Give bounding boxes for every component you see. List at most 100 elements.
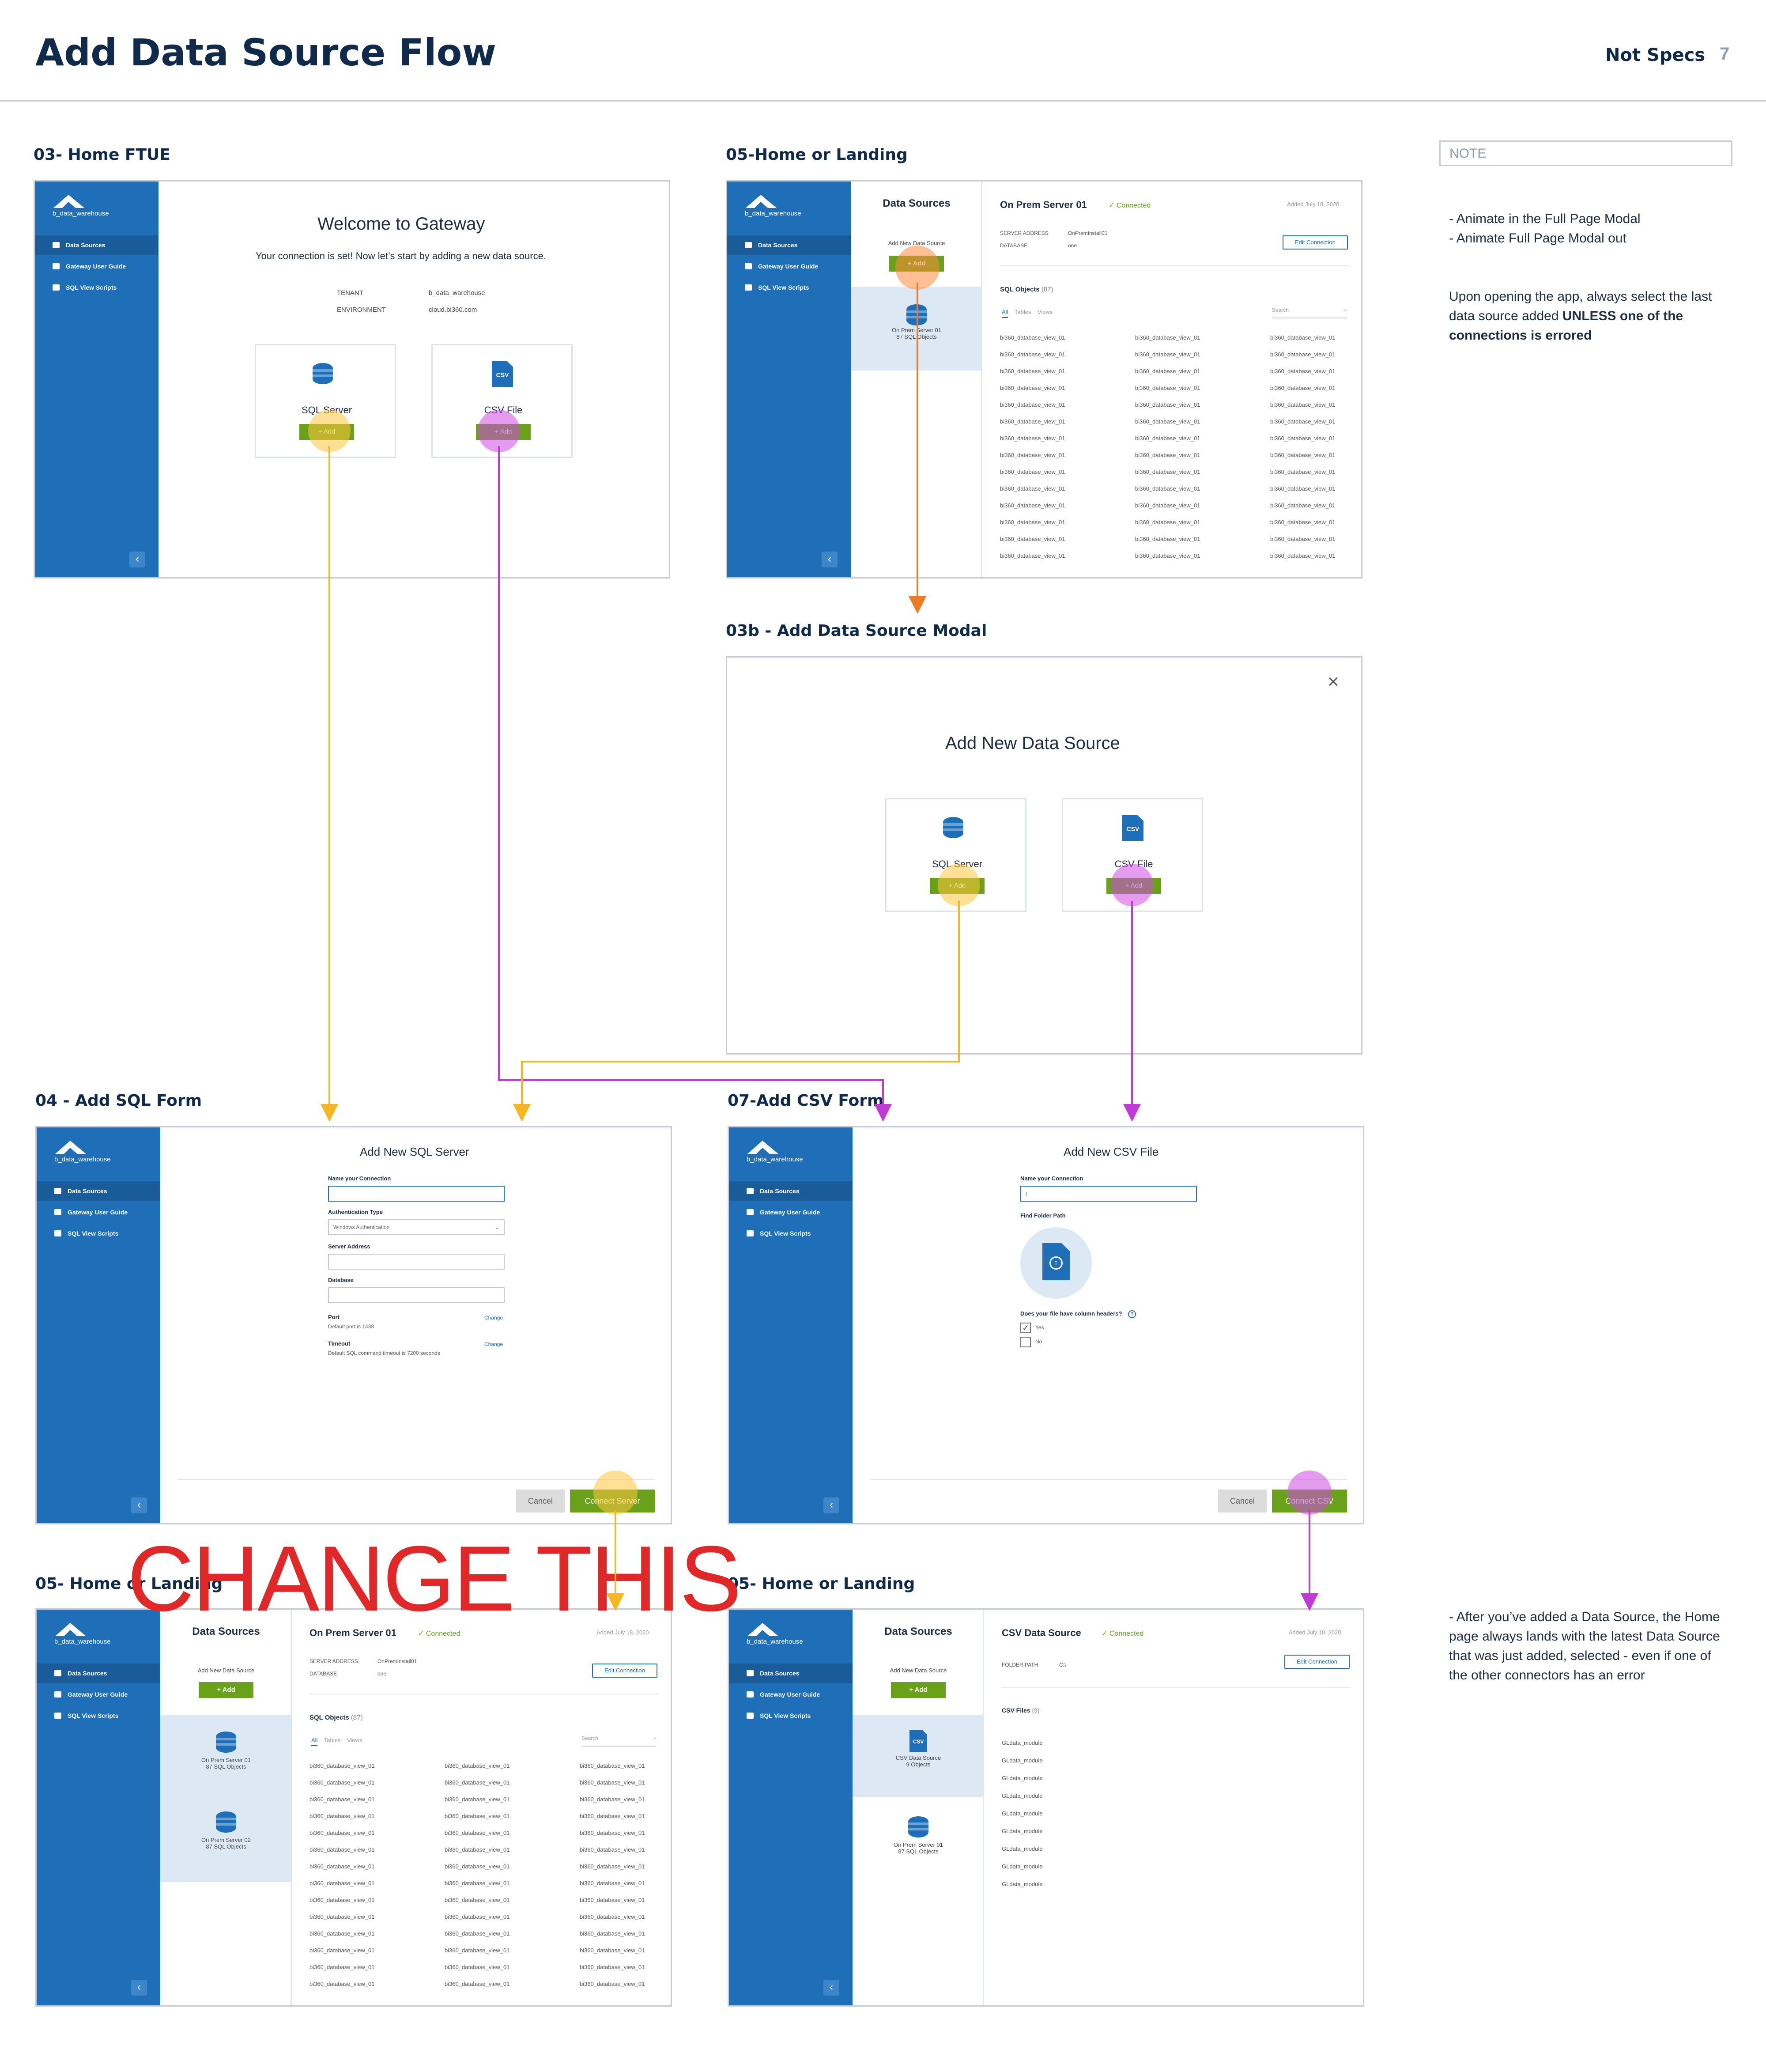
csv-file-item[interactable]: GLdata_module — [1002, 1757, 1043, 1764]
sql-object-cell[interactable]: bi360_database_view_01 — [1270, 552, 1336, 559]
sql-object-cell[interactable]: bi360_database_view_01 — [1270, 469, 1336, 475]
sidebar-item-data-sources[interactable]: Data Sources — [35, 235, 158, 255]
csv-file-item[interactable]: GLdata_module — [1002, 1881, 1043, 1887]
sidebar-item-user-guide[interactable]: Gateway User Guide — [37, 1685, 160, 1704]
data-source-item-server-01[interactable]: On Prem Server 01 87 SQL Objects On Prem… — [160, 1715, 292, 1882]
sql-object-cell[interactable]: bi360_database_view_01 — [445, 1813, 510, 1819]
no-checkbox[interactable] — [1020, 1337, 1031, 1347]
connection-name-input[interactable]: | — [1020, 1186, 1197, 1202]
server-address-input[interactable] — [328, 1254, 505, 1270]
sidebar-item-data-sources[interactable]: Data Sources — [727, 235, 851, 255]
sql-object-cell[interactable]: bi360_database_view_01 — [1000, 385, 1065, 391]
sql-object-cell[interactable]: bi360_database_view_01 — [1000, 334, 1065, 341]
tab-tables[interactable]: Tables — [324, 1737, 341, 1743]
sql-object-cell[interactable]: bi360_database_view_01 — [1135, 502, 1200, 509]
csv-file-item[interactable]: GLdata_module — [1002, 1810, 1043, 1817]
data-source-item-server-01[interactable]: On Prem Server 01 87 SQL Objects — [851, 287, 982, 371]
sql-object-cell[interactable]: bi360_database_view_01 — [580, 1880, 645, 1887]
sql-object-cell[interactable]: bi360_database_view_01 — [1270, 418, 1336, 425]
sql-object-cell[interactable]: bi360_database_view_01 — [1000, 351, 1065, 358]
sql-object-cell[interactable]: bi360_database_view_01 — [1000, 469, 1065, 475]
sql-object-cell[interactable]: bi360_database_view_01 — [1135, 351, 1200, 358]
sql-object-cell[interactable]: bi360_database_view_01 — [1135, 385, 1200, 391]
sql-object-cell[interactable]: bi360_database_view_01 — [1135, 418, 1200, 425]
sidebar-item-user-guide[interactable]: Gateway User Guide — [729, 1685, 853, 1704]
sidebar-item-sql-scripts[interactable]: SQL View Scripts — [35, 278, 158, 297]
close-icon[interactable]: × — [1328, 671, 1339, 692]
sql-object-cell[interactable]: bi360_database_view_01 — [445, 1762, 510, 1769]
sql-object-cell[interactable]: bi360_database_view_01 — [1000, 519, 1065, 526]
collapse-sidebar-button[interactable]: ‹ — [131, 1497, 147, 1513]
sql-object-cell[interactable]: bi360_database_view_01 — [580, 1779, 645, 1786]
sql-object-cell[interactable]: bi360_database_view_01 — [1000, 485, 1065, 492]
sql-object-cell[interactable]: bi360_database_view_01 — [1270, 485, 1336, 492]
sql-object-cell[interactable]: bi360_database_view_01 — [580, 1830, 645, 1836]
auth-type-select[interactable]: Windows Authentication⌄ — [328, 1219, 505, 1235]
edit-connection-button[interactable]: Edit Connection — [1284, 1655, 1350, 1669]
csv-file-item[interactable]: GLdata_module — [1002, 1775, 1043, 1781]
csv-file-item[interactable]: GLdata_module — [1002, 1828, 1043, 1834]
sql-object-cell[interactable]: bi360_database_view_01 — [1000, 401, 1065, 408]
sql-object-cell[interactable]: bi360_database_view_01 — [580, 1981, 645, 1987]
sql-object-cell[interactable]: bi360_database_view_01 — [580, 1813, 645, 1819]
sql-object-cell[interactable]: bi360_database_view_01 — [1135, 552, 1200, 559]
sidebar-item-user-guide[interactable]: Gateway User Guide — [729, 1202, 853, 1222]
search-input[interactable]: Search⌕ — [1272, 307, 1347, 318]
sql-object-cell[interactable]: bi360_database_view_01 — [580, 1930, 645, 1937]
sql-object-cell[interactable]: bi360_database_view_01 — [1000, 536, 1065, 542]
sql-object-cell[interactable]: bi360_database_view_01 — [309, 1863, 375, 1870]
csv-file-item[interactable]: GLdata_module — [1002, 1863, 1043, 1870]
sql-object-cell[interactable]: bi360_database_view_01 — [1135, 519, 1200, 526]
sidebar-item-sql-scripts[interactable]: SQL View Scripts — [729, 1224, 853, 1243]
sql-object-cell[interactable]: bi360_database_view_01 — [580, 1846, 645, 1853]
sql-object-cell[interactable]: bi360_database_view_01 — [1135, 485, 1200, 492]
sql-object-cell[interactable]: bi360_database_view_01 — [445, 1930, 510, 1937]
sql-object-cell[interactable]: bi360_database_view_01 — [1270, 385, 1336, 391]
sidebar-item-user-guide[interactable]: Gateway User Guide — [37, 1202, 160, 1222]
data-source-item-server-01[interactable]: On Prem Server 01 87 SQL Objects — [853, 1807, 984, 1874]
sql-object-cell[interactable]: bi360_database_view_01 — [1270, 452, 1336, 458]
collapse-sidebar-button[interactable]: ‹ — [822, 552, 838, 567]
sql-object-cell[interactable]: bi360_database_view_01 — [1270, 368, 1336, 374]
add-data-source-button[interactable]: + Add — [199, 1682, 253, 1698]
yes-checkbox[interactable]: ✓ — [1020, 1323, 1031, 1333]
sidebar-item-data-sources[interactable]: Data Sources — [729, 1664, 853, 1683]
collapse-sidebar-button[interactable]: ‹ — [131, 1980, 147, 1996]
sql-object-cell[interactable]: bi360_database_view_01 — [1135, 334, 1200, 341]
sidebar-item-sql-scripts[interactable]: SQL View Scripts — [37, 1706, 160, 1725]
sql-object-cell[interactable]: bi360_database_view_01 — [309, 1913, 375, 1920]
sql-object-cell[interactable]: bi360_database_view_01 — [1135, 536, 1200, 542]
upload-dropzone[interactable]: ↑ — [1020, 1227, 1092, 1299]
sql-object-cell[interactable]: bi360_database_view_01 — [309, 1897, 375, 1903]
sql-object-cell[interactable]: bi360_database_view_01 — [1270, 351, 1336, 358]
csv-file-item[interactable]: GLdata_module — [1002, 1792, 1043, 1799]
collapse-sidebar-button[interactable]: ‹ — [823, 1980, 839, 1996]
sql-object-cell[interactable]: bi360_database_view_01 — [1135, 435, 1200, 442]
sql-object-cell[interactable]: bi360_database_view_01 — [309, 1830, 375, 1836]
sql-object-cell[interactable]: bi360_database_view_01 — [309, 1947, 375, 1954]
sidebar-item-sql-scripts[interactable]: SQL View Scripts — [37, 1224, 160, 1243]
sql-object-cell[interactable]: bi360_database_view_01 — [580, 1947, 645, 1954]
sql-object-cell[interactable]: bi360_database_view_01 — [1270, 435, 1336, 442]
sql-object-cell[interactable]: bi360_database_view_01 — [445, 1964, 510, 1970]
sql-object-cell[interactable]: bi360_database_view_01 — [1270, 519, 1336, 526]
sql-object-cell[interactable]: bi360_database_view_01 — [445, 1779, 510, 1786]
sql-object-cell[interactable]: bi360_database_view_01 — [445, 1897, 510, 1903]
sidebar-item-sql-scripts[interactable]: SQL View Scripts — [727, 278, 851, 297]
sql-object-cell[interactable]: bi360_database_view_01 — [1135, 469, 1200, 475]
sql-object-cell[interactable]: bi360_database_view_01 — [1135, 368, 1200, 374]
sql-object-cell[interactable]: bi360_database_view_01 — [580, 1863, 645, 1870]
sql-object-cell[interactable]: bi360_database_view_01 — [445, 1880, 510, 1887]
add-data-source-button[interactable]: + Add — [891, 1682, 946, 1698]
sql-object-cell[interactable]: bi360_database_view_01 — [1270, 502, 1336, 509]
timeout-change-link[interactable]: Change — [484, 1341, 503, 1347]
csv-file-item[interactable]: GLdata_module — [1002, 1739, 1043, 1746]
csv-file-item[interactable]: GLdata_module — [1002, 1845, 1043, 1852]
sql-object-cell[interactable]: bi360_database_view_01 — [580, 1964, 645, 1970]
sql-object-cell[interactable]: bi360_database_view_01 — [1270, 334, 1336, 341]
sql-object-cell[interactable]: bi360_database_view_01 — [445, 1947, 510, 1954]
sidebar-item-data-sources[interactable]: Data Sources — [37, 1664, 160, 1683]
sql-object-cell[interactable]: bi360_database_view_01 — [580, 1913, 645, 1920]
sql-object-cell[interactable]: bi360_database_view_01 — [1000, 368, 1065, 374]
sql-object-cell[interactable]: bi360_database_view_01 — [445, 1796, 510, 1803]
